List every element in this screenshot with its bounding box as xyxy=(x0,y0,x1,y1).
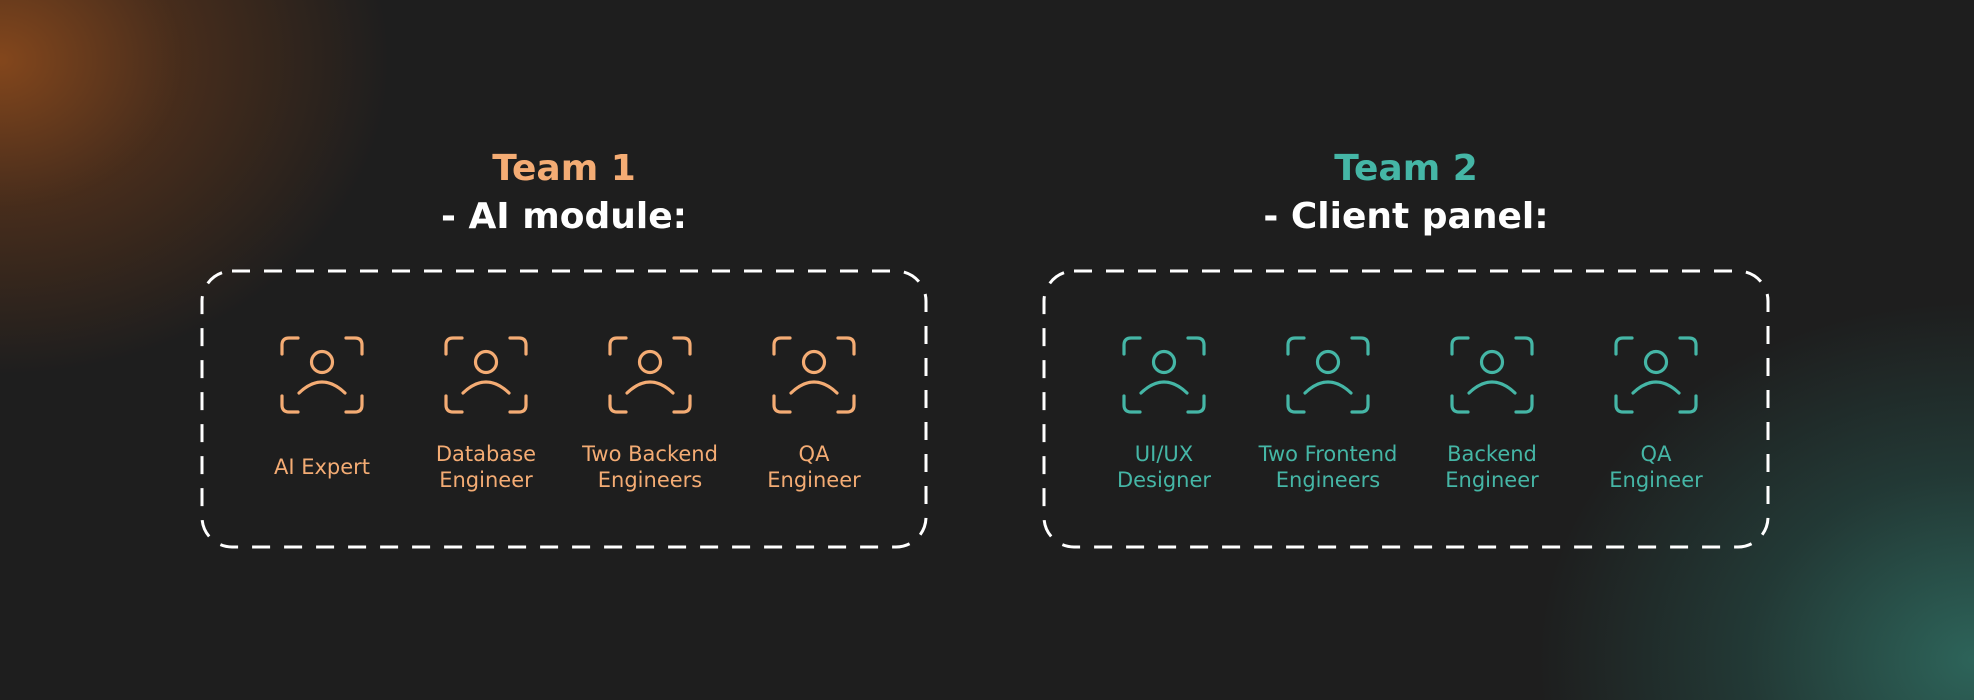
team-1-member-backend-engineers: Two Backend Engineers xyxy=(568,335,732,493)
user-focus-icon xyxy=(1122,336,1206,414)
user-focus-icon xyxy=(280,336,364,414)
team-2-heading: Team 2 - Client panel: xyxy=(1038,145,1774,241)
team-1-member-database-engineer: Database Engineer xyxy=(404,335,568,493)
member-label: Database Engineer xyxy=(435,442,537,492)
user-focus-icon xyxy=(444,336,528,414)
team-2-members: UI/UX Designer Two Frontend Engineers xyxy=(1082,335,1738,493)
dashed-border xyxy=(1042,269,1770,549)
team-2-member-backend-engineer: Backend Engineer xyxy=(1410,335,1574,493)
team-1-members: AI Expert Database Engineer xyxy=(240,335,896,493)
member-label: UI/UX Designer xyxy=(1116,442,1212,492)
user-focus-icon xyxy=(1614,336,1698,414)
team-1-subtitle: - AI module: xyxy=(440,196,688,237)
team-2-member-ui-ux-designer: UI/UX Designer xyxy=(1082,335,1246,493)
user-focus-icon xyxy=(1286,336,1370,414)
user-focus-icon xyxy=(772,336,856,414)
user-focus-icon xyxy=(1450,336,1534,414)
dashed-border xyxy=(200,269,928,549)
team-2-subtitle: - Client panel: xyxy=(1263,196,1549,237)
member-label: QA Engineer xyxy=(1609,442,1703,492)
member-label: Two Frontend Engineers xyxy=(1258,442,1398,492)
member-label: QA Engineer xyxy=(767,442,861,492)
member-label: Backend Engineer xyxy=(1445,442,1539,492)
member-label: Two Backend Engineers xyxy=(582,442,718,492)
team-1-heading: Team 1 - AI module: xyxy=(196,145,932,241)
member-label: AI Expert xyxy=(273,455,371,479)
team-2-title: Team 2 xyxy=(1334,148,1478,189)
team-1-member-qa-engineer: QA Engineer xyxy=(732,335,896,493)
team-2-member-frontend-engineers: Two Frontend Engineers xyxy=(1246,335,1410,493)
team-2-member-qa-engineer: QA Engineer xyxy=(1574,335,1738,493)
team-1-member-ai-expert: AI Expert xyxy=(240,335,404,493)
user-focus-icon xyxy=(608,336,692,414)
team-2-box: UI/UX Designer Two Frontend Engineers xyxy=(1038,265,1774,553)
team-1-box: AI Expert Database Engineer xyxy=(196,265,932,553)
team-1-title: Team 1 xyxy=(492,148,636,189)
